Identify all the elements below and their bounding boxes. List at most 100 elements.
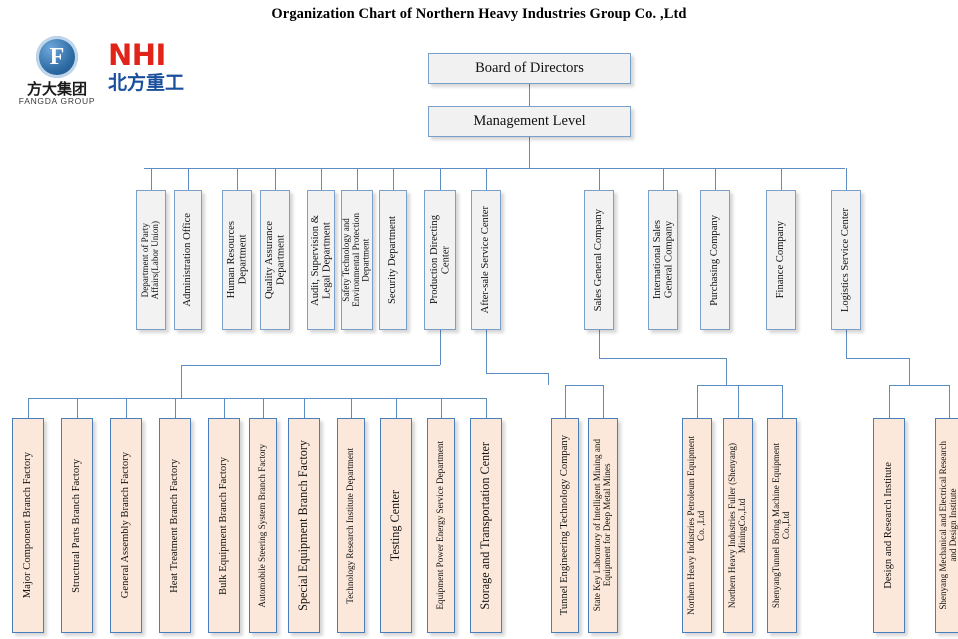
node-state-key-lab[interactable]: State Key Laboratory of Intelligent Mini…: [588, 418, 618, 633]
fangda-chinese-name: 方大集团: [26, 80, 87, 98]
node-label-human-resources: Human Resources Department: [225, 221, 248, 299]
connector-to-testing-center: [396, 398, 397, 418]
node-label-heat-treatment: Heat Treatment Branch Factory: [169, 458, 181, 593]
node-purchasing[interactable]: Purchasing Company: [700, 190, 730, 330]
fangda-group-logo: F 方大集团 FANGDA GROUP: [14, 36, 100, 106]
node-after-sale[interactable]: After-sale Service Center: [471, 190, 501, 330]
connector-to-logistics: [846, 168, 847, 190]
connector-to-special-equipment: [304, 398, 305, 418]
node-tunnel-engineering[interactable]: Tunnel Engineering Technology Company: [551, 418, 579, 633]
connector-sales-bus: [697, 385, 782, 386]
node-label-special-equipment: Special Equipment Branch Factory: [296, 440, 311, 611]
node-production-directing[interactable]: Production Directing Center: [424, 190, 456, 330]
node-label-design-research: Design and Research Institute: [883, 462, 895, 589]
node-label-tunnel-engineering: Tunnel Engineering Technology Company: [559, 435, 571, 616]
node-label-administration: Administration Office: [182, 213, 194, 307]
node-heat-treatment[interactable]: Heat Treatment Branch Factory: [159, 418, 191, 633]
node-label-after-sale: After-sale Service Center: [480, 206, 492, 314]
node-major-component[interactable]: Major Component Branch Factory: [12, 418, 44, 633]
node-label-automobile-steering: Automobile Steering System Branch Factor…: [257, 443, 268, 608]
node-tunnel-boring[interactable]: ShenyangTunnel Boring Machine Equipment …: [767, 418, 797, 633]
node-party-affairs[interactable]: Department of Party Affairs(Labor Union): [136, 190, 166, 330]
connector-to-safety-environment: [357, 168, 358, 190]
fangda-english-name: FANGDA GROUP: [18, 96, 96, 106]
node-label-management: Management Level: [473, 112, 586, 129]
fangda-f-letter: F: [49, 44, 65, 70]
node-security[interactable]: Security Department: [379, 190, 407, 330]
connector-logistics-to-bus: [909, 358, 910, 385]
connector-to-quality-assurance: [275, 168, 276, 190]
node-label-structural-parts: Structural Parts Branch Factory: [71, 458, 83, 593]
connector-to-sales-general: [599, 168, 600, 190]
node-storage-transportation[interactable]: Storage and Transportation Center: [470, 418, 502, 633]
node-label-general-assembly: General Assembly Branch Factory: [120, 452, 132, 599]
node-safety-environment[interactable]: Safety Technology and Environmental Prot…: [341, 190, 373, 330]
connector-to-major-component: [28, 398, 29, 418]
node-nhi-petroleum[interactable]: Northern Heavy Industries Petroleum Equi…: [682, 418, 712, 633]
node-technology-research[interactable]: Technology Research Institute Department: [337, 418, 365, 633]
connector-to-bulk-equipment: [224, 398, 225, 418]
connector-to-general-assembly: [126, 398, 127, 418]
node-equipment-power[interactable]: Equipment Power Energy Service Departmen…: [427, 418, 455, 633]
connector-after-sale-bus: [565, 385, 603, 386]
connector-board-to-management: [529, 84, 530, 106]
connector-to-administration: [188, 168, 189, 190]
connector-main-bus: [144, 168, 845, 169]
node-quality-assurance[interactable]: Quality Assurance Department: [260, 190, 290, 330]
node-label-testing-center: Testing Center: [388, 489, 403, 562]
connector-to-international-sales: [663, 168, 664, 190]
connector-sales-drop: [599, 330, 600, 358]
connector-to-security: [393, 168, 394, 190]
node-human-resources[interactable]: Human Resources Department: [222, 190, 252, 330]
node-label-mech-electrical: Shenyang Mechanical and Electrical Resea…: [938, 441, 958, 610]
node-label-technology-research: Technology Research Institute Department: [345, 447, 356, 604]
node-nhi-fuller[interactable]: Northern Heavy Industries Fuller (Shenya…: [723, 418, 753, 633]
connector-to-finance: [781, 168, 782, 190]
node-structural-parts[interactable]: Structural Parts Branch Factory: [61, 418, 93, 633]
connector-to-nhi-petroleum: [697, 385, 698, 418]
node-board[interactable]: Board of Directors: [428, 53, 631, 84]
connector-to-party-affairs: [151, 168, 152, 190]
node-mech-electrical[interactable]: Shenyang Mechanical and Electrical Resea…: [935, 418, 958, 633]
connector-production-bus: [28, 398, 486, 399]
connector-to-mech-electrical: [949, 385, 950, 418]
node-special-equipment[interactable]: Special Equipment Branch Factory: [288, 418, 320, 633]
node-international-sales[interactable]: International Sales General Company: [648, 190, 678, 330]
node-label-audit-legal: Audit, Supervision & Legal Department: [309, 214, 332, 306]
node-label-quality-assurance: Quality Assurance Department: [263, 221, 286, 299]
node-label-tunnel-boring: ShenyangTunnel Boring Machine Equipment …: [771, 442, 791, 609]
connector-management-to-bus: [529, 137, 530, 168]
connector-sales-elbow: [599, 358, 726, 359]
node-label-purchasing: Purchasing Company: [709, 214, 721, 306]
nhi-logo: NHI 北方重工: [108, 40, 200, 102]
connector-after-sale-drop: [486, 330, 487, 373]
nhi-chinese-name: 北方重工: [108, 72, 185, 94]
node-bulk-equipment[interactable]: Bulk Equipment Branch Factory: [208, 418, 240, 633]
node-design-research[interactable]: Design and Research Institute: [873, 418, 905, 633]
connector-after-sale-to-bus: [548, 373, 549, 385]
node-audit-legal[interactable]: Audit, Supervision & Legal Department: [307, 190, 335, 330]
connector-to-audit-legal: [321, 168, 322, 190]
connector-production-drop: [440, 330, 441, 365]
node-logistics[interactable]: Logistics Service Center: [831, 190, 861, 330]
node-management[interactable]: Management Level: [428, 106, 631, 137]
connector-to-storage-transportation: [486, 398, 487, 418]
node-sales-general[interactable]: Sales General Company: [584, 190, 614, 330]
node-label-board: Board of Directors: [475, 59, 584, 76]
node-administration[interactable]: Administration Office: [174, 190, 202, 330]
connector-production-to-bus: [181, 365, 182, 398]
node-finance[interactable]: Finance Company: [766, 190, 796, 330]
node-label-sales-general: Sales General Company: [593, 208, 605, 312]
connector-logistics-elbow: [846, 358, 909, 359]
node-general-assembly[interactable]: General Assembly Branch Factory: [110, 418, 142, 633]
node-testing-center[interactable]: Testing Center: [380, 418, 412, 633]
connector-to-tunnel-engineering: [565, 385, 566, 418]
connector-to-structural-parts: [77, 398, 78, 418]
connector-to-technology-research: [351, 398, 352, 418]
connector-production-elbow: [181, 365, 440, 366]
node-automobile-steering[interactable]: Automobile Steering System Branch Factor…: [249, 418, 277, 633]
connector-to-automobile-steering: [263, 398, 264, 418]
node-label-finance: Finance Company: [775, 221, 787, 299]
node-label-security: Security Department: [387, 216, 399, 304]
